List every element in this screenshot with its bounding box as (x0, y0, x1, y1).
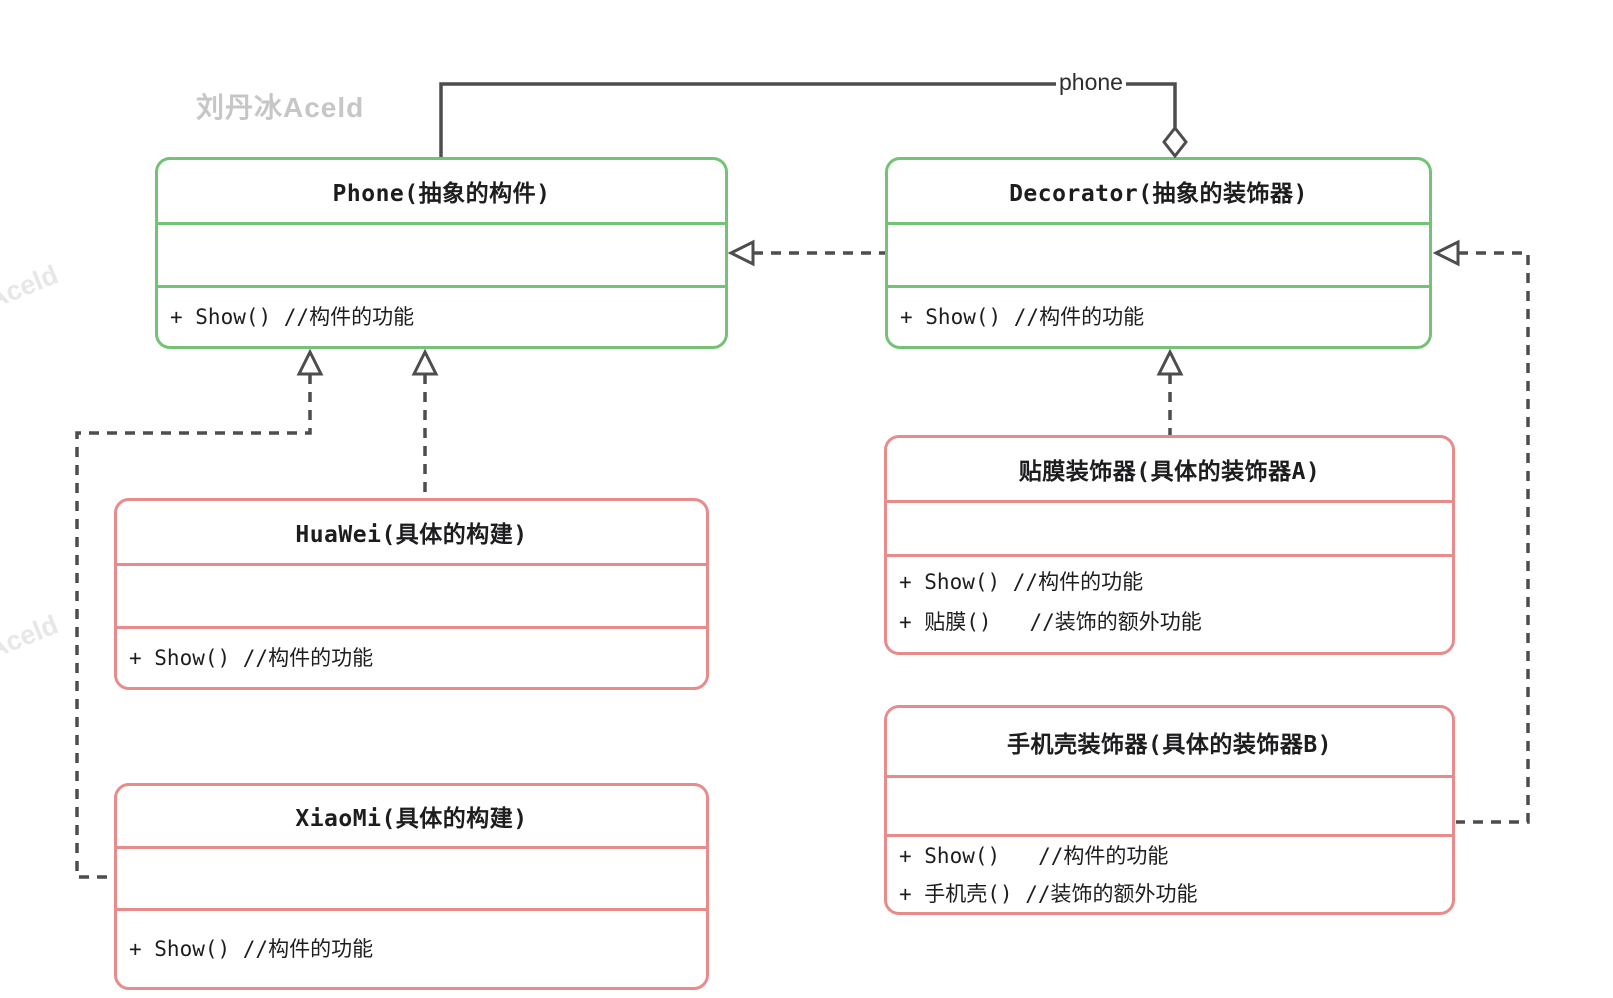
class-box-xiaomi: XiaoMi(具体的构建) + Show() //构件的功能 (114, 783, 709, 990)
class-title: Decorator(抽象的装饰器) (1009, 181, 1308, 207)
class-title: 贴膜装饰器(具体的装饰器A) (1018, 459, 1321, 485)
method-line: + Show() //构件的功能 (900, 305, 1145, 329)
open-arrowhead-icon (411, 348, 439, 376)
method-line: + 手机壳() //装饰的额外功能 (899, 881, 1198, 906)
class-methods: + Show() //构件的功能 + 手机壳() //装饰的额外功能 (887, 834, 1452, 912)
method-line: + Show() //构件的功能 (129, 937, 374, 961)
aggregation-diamond-icon (1162, 125, 1188, 159)
method-line: + Show() //构件的功能 (899, 843, 1169, 868)
method-line: + Show() //构件的功能 (170, 305, 415, 329)
open-arrowhead-icon (296, 348, 324, 376)
class-box-decorator: Decorator(抽象的装饰器) + Show() //构件的功能 (885, 157, 1432, 349)
inheritance-huawei-to-phone (411, 348, 439, 498)
class-methods: + Show() //构件的功能 (888, 285, 1429, 346)
watermark-author: 刘丹冰Aceld (196, 92, 365, 123)
class-box-phone: Phone(抽象的构件) + Show() //构件的功能 (155, 157, 728, 349)
method-line: + Show() //构件的功能 (899, 570, 1144, 594)
class-methods: + Show() //构件的功能 (117, 908, 706, 987)
dependency-decorator-to-phone (727, 239, 885, 267)
class-box-case-decorator: 手机壳装饰器(具体的装饰器B) + Show() //构件的功能 + 手机壳()… (884, 705, 1455, 915)
method-line: + 贴膜() //装饰的额外功能 (899, 610, 1202, 634)
class-title: Phone(抽象的构件) (332, 181, 551, 207)
class-attributes-empty (887, 775, 1452, 834)
class-attributes-empty (117, 563, 706, 626)
inheritance-film-to-decorator (1156, 348, 1184, 435)
watermark-side-icon: Aceld (0, 259, 63, 315)
association-label-phone: phone (1056, 69, 1126, 96)
class-attributes-empty (158, 222, 725, 285)
class-title: HuaWei(具体的构建) (295, 522, 528, 548)
class-attributes-empty (887, 500, 1452, 554)
class-title: 手机壳装饰器(具体的装饰器B) (1006, 731, 1333, 758)
open-arrowhead-icon (1432, 239, 1460, 267)
class-box-huawei: HuaWei(具体的构建) + Show() //构件的功能 (114, 498, 709, 690)
class-methods: + Show() //构件的功能 + 贴膜() //装饰的额外功能 (887, 554, 1452, 652)
open-arrowhead-icon (727, 239, 755, 267)
class-methods: + Show() //构件的功能 (158, 285, 725, 346)
class-attributes-empty (888, 222, 1429, 285)
watermark-side-icon: Aceld (0, 609, 63, 665)
class-methods: + Show() //构件的功能 (117, 626, 706, 687)
method-line: + Show() //构件的功能 (129, 646, 374, 670)
class-box-film-decorator: 贴膜装饰器(具体的装饰器A) + Show() //构件的功能 + 贴膜() /… (884, 435, 1455, 655)
class-attributes-empty (117, 846, 706, 908)
open-arrowhead-icon (1156, 348, 1184, 376)
class-title: XiaoMi(具体的构建) (295, 806, 528, 832)
